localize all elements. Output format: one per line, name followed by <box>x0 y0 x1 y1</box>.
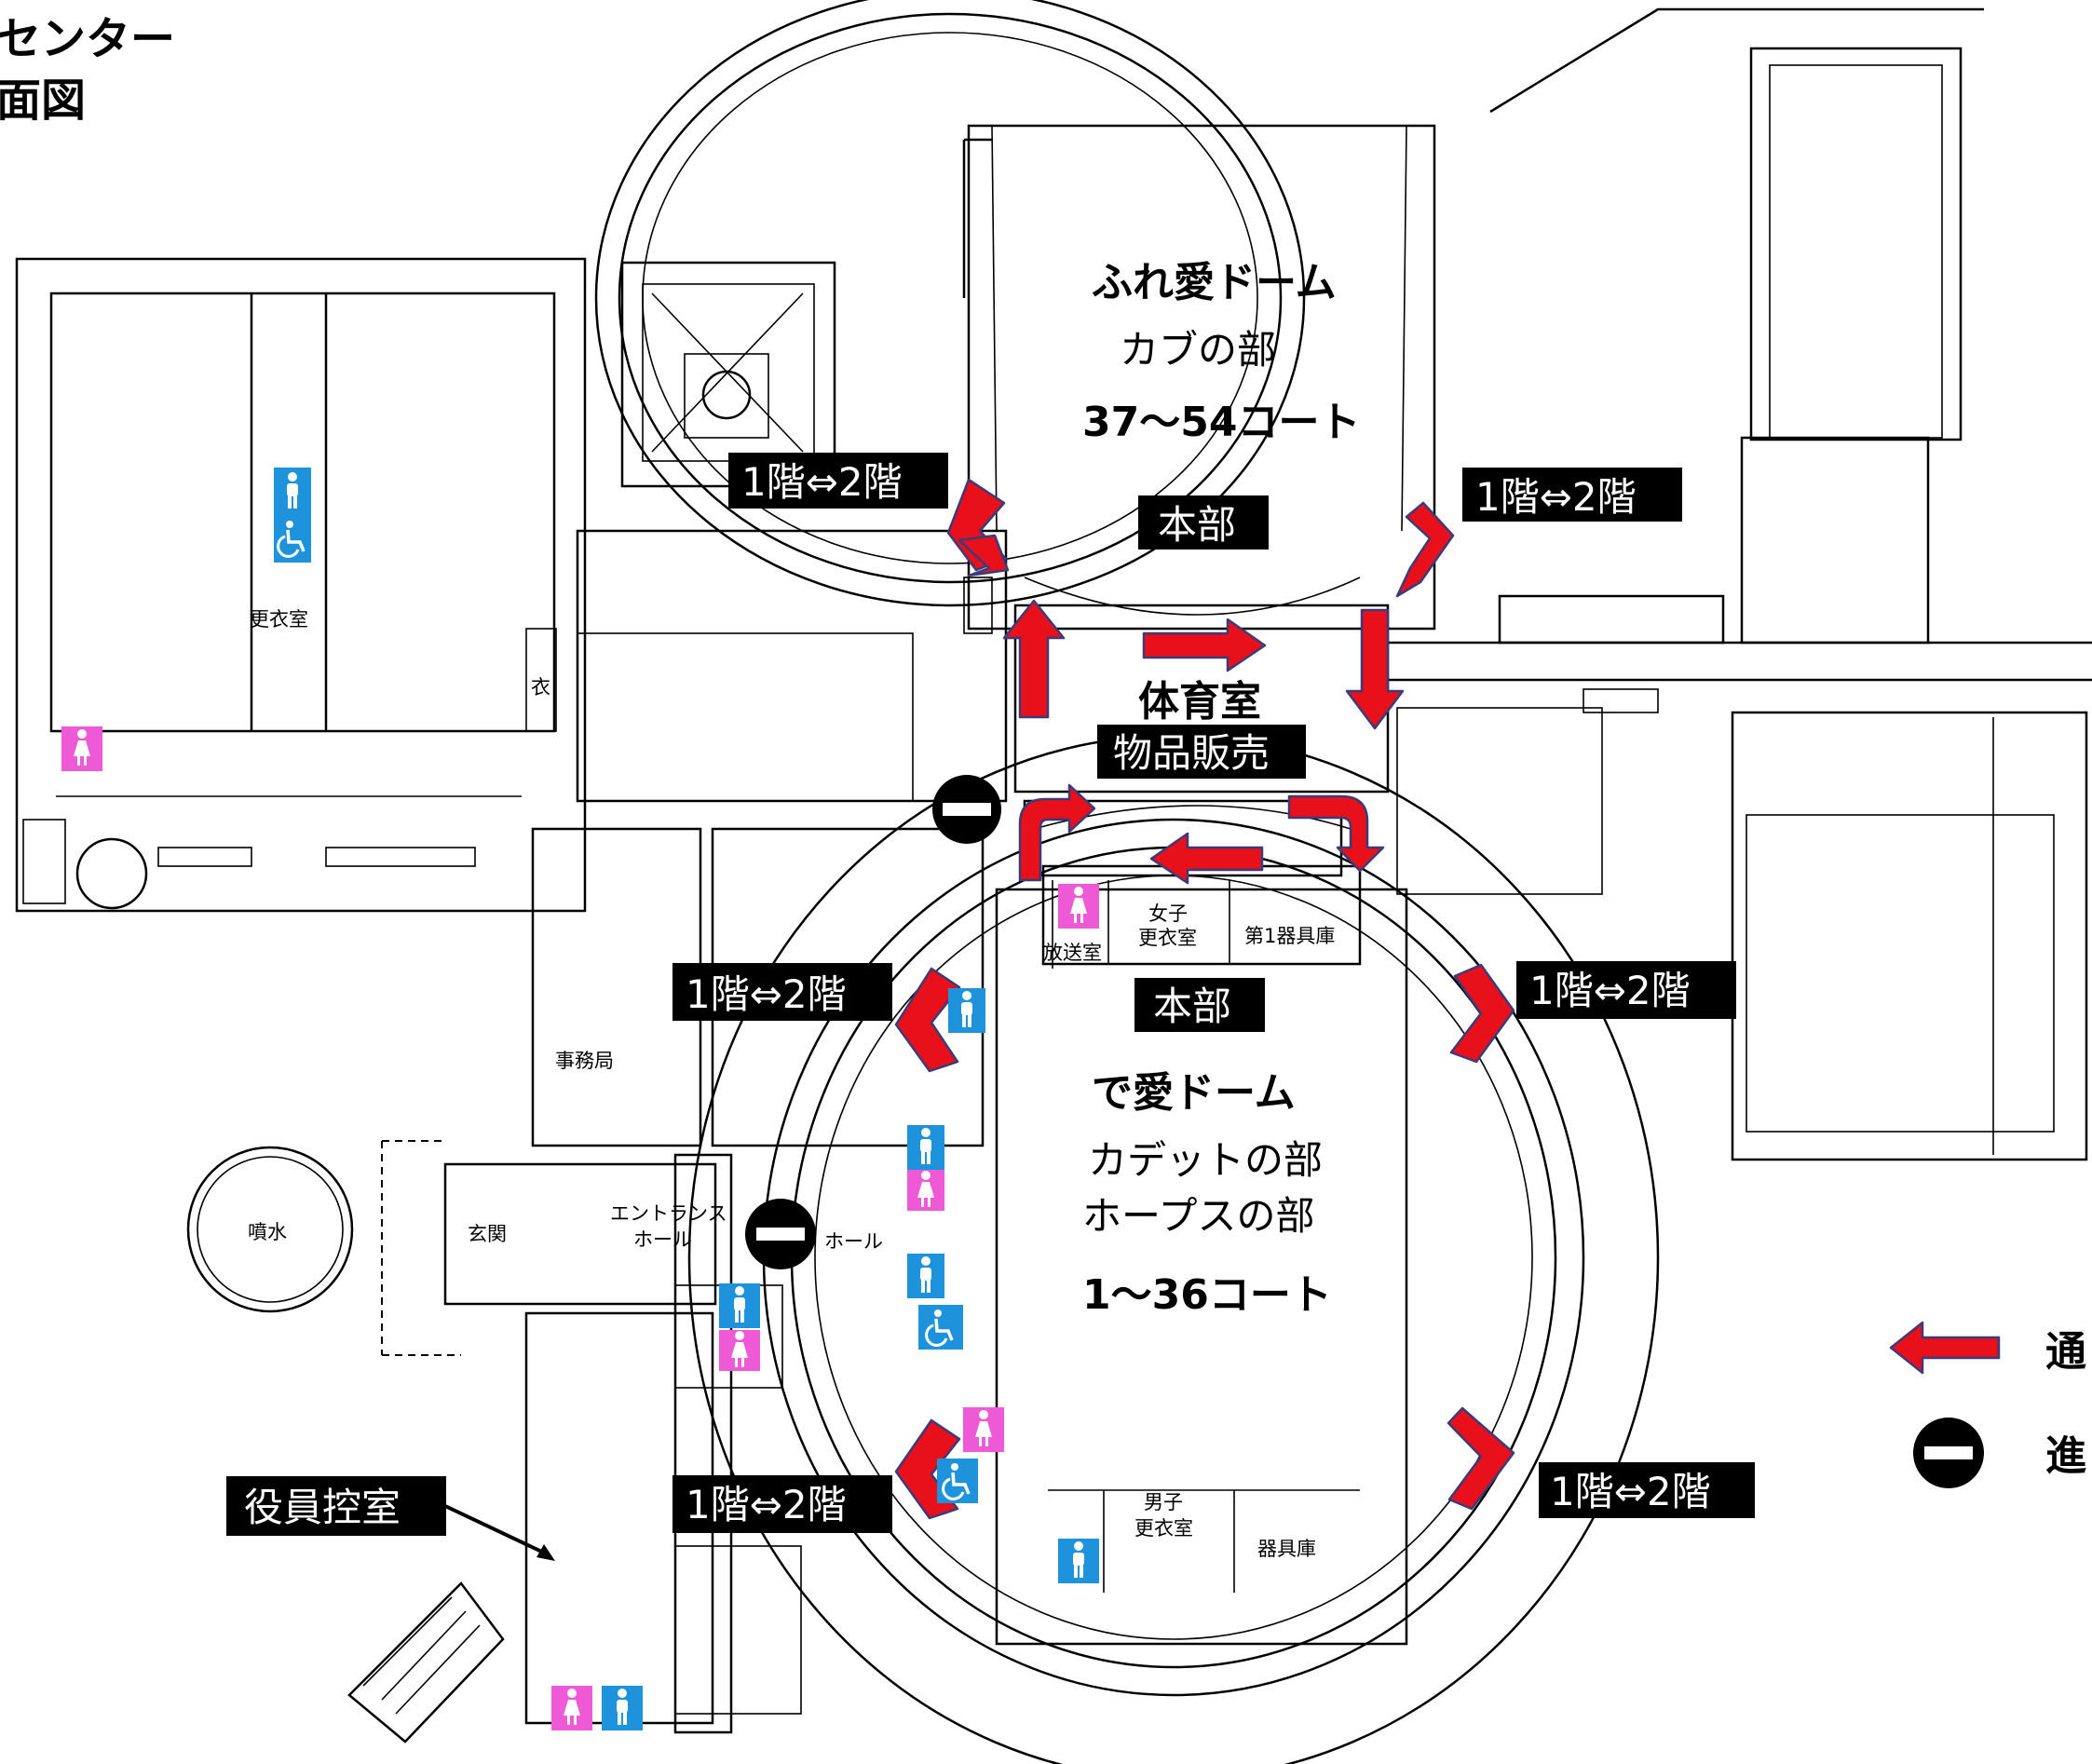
route-arrow-icon <box>1449 963 1515 1064</box>
no-entry-icon <box>1913 1418 1984 1488</box>
women-restroom-icon <box>963 1407 1004 1452</box>
room-office: 事務局 <box>555 1050 614 1072</box>
svg-text:物品販売: 物品販売 <box>1113 730 1270 776</box>
route-arrow-icon <box>1447 1406 1515 1511</box>
stair-sw <box>347 1581 505 1744</box>
room-entrance-hall-1: エントランス <box>610 1202 727 1225</box>
svg-text:1階⇔2階: 1階⇔2階 <box>686 971 847 1017</box>
svg-text:1階⇔2階: 1階⇔2階 <box>1529 968 1691 1013</box>
stairs-label-se: 1階⇔2階 <box>1539 1462 1755 1518</box>
stairs-label-e: 1階⇔2階 <box>1516 961 1736 1019</box>
svg-text:1階⇔2階: 1階⇔2階 <box>741 459 903 505</box>
women-restroom-icon <box>61 726 102 771</box>
central-west-building <box>186 529 1008 1734</box>
svg-text:1階⇔2階: 1階⇔2階 <box>1550 1469 1711 1514</box>
svg-text:本部: 本部 <box>1158 502 1236 548</box>
route-arrow-icon <box>1002 599 1066 719</box>
women-restroom-icon <box>719 1330 760 1371</box>
room-women-changing-2: 更衣室 <box>1138 927 1197 949</box>
men-restroom-icon <box>1058 1539 1099 1583</box>
room-women-changing-1: 女子 <box>1148 902 1188 925</box>
room-equip-store-1: 第1器具庫 <box>1244 925 1335 947</box>
women-restroom-icon <box>907 1170 944 1211</box>
upper-dome-structure <box>594 0 1436 634</box>
room-dividers <box>1048 880 1361 1593</box>
room-entrance: 玄関 <box>468 1223 507 1245</box>
route-arrows <box>894 478 1515 1520</box>
no-entry-icon <box>745 1199 816 1269</box>
stairs-label-ne: 1階⇔2階 <box>1462 468 1682 522</box>
men-restroom-icon <box>602 1686 643 1730</box>
men-restroom-icon <box>719 1283 760 1328</box>
room-changing: 更衣室 <box>250 608 308 631</box>
hq-upper-label: 本部 <box>1138 495 1269 550</box>
upper-dome-name: ふれ愛ドーム <box>1092 259 1337 306</box>
legend-passage-label: 通 <box>2045 1328 2086 1376</box>
route-arrow-icon <box>894 967 961 1073</box>
men-restroom-icon <box>907 1254 944 1298</box>
wheelchair-icon <box>937 1459 978 1503</box>
route-arrow-icon <box>958 534 1010 577</box>
route-arrow-icon <box>1287 794 1385 873</box>
wheelchair-icon <box>918 1305 963 1350</box>
sales-label: 物品販売 <box>1097 725 1306 779</box>
room-equip-store: 器具庫 <box>1257 1538 1316 1560</box>
stairs-label-sw: 1階⇔2階 <box>672 1475 892 1533</box>
room-hall: ホール <box>824 1230 883 1253</box>
route-arrow-icon <box>1018 783 1096 882</box>
lower-dome-division-1: カデットの部 <box>1088 1137 1323 1183</box>
lower-dome-name: で愛ドーム <box>1092 1069 1296 1117</box>
route-arrow-icon <box>1345 608 1405 730</box>
officer-room-pointer-head <box>537 1544 555 1561</box>
svg-text:1階⇔2階: 1階⇔2階 <box>1475 474 1637 520</box>
legend-no-entry-label: 進 <box>2045 1432 2086 1480</box>
svg-text:役員控室: 役員控室 <box>244 1485 401 1530</box>
room-cloak: 衣 <box>531 676 550 699</box>
men-restroom-icon <box>274 468 311 516</box>
route-arrow-icon <box>1149 832 1264 885</box>
room-men-changing-1: 男子 <box>1144 1491 1183 1513</box>
lower-dome-division-2: ホープスの部 <box>1082 1193 1314 1239</box>
women-restroom-icon <box>1058 884 1099 929</box>
route-arrow-icon <box>1142 617 1267 672</box>
legend: 通 進 <box>1889 1321 2086 1488</box>
route-arrow-icon <box>1395 501 1455 598</box>
header-title-line2: 面図 <box>0 75 86 127</box>
hq-lower-label: 本部 <box>1134 978 1265 1032</box>
header-title-line1: センター <box>0 13 175 65</box>
svg-text:本部: 本部 <box>1153 984 1231 1029</box>
lower-dome-courts: 1～36コート <box>1082 1271 1332 1319</box>
men-restroom-icon <box>948 988 985 1033</box>
upper-dome-division: カブの部 <box>1120 327 1276 373</box>
room-men-changing-2: 更衣室 <box>1134 1517 1193 1540</box>
stairs-label-w: 1階⇔2階 <box>672 963 892 1021</box>
women-restroom-icon <box>551 1686 592 1730</box>
no-entry-icon <box>932 775 1001 844</box>
officer-room-label: 役員控室 <box>226 1476 446 1536</box>
room-fountain: 噴水 <box>248 1221 287 1243</box>
stairs-label-nw: 1階⇔2階 <box>728 453 948 509</box>
room-entrance-hall-2: ホール <box>633 1228 692 1251</box>
svg-text:1階⇔2階: 1階⇔2階 <box>686 1482 847 1527</box>
gym-name: 体育室 <box>1138 678 1261 726</box>
restroom-icons <box>61 468 1099 1730</box>
men-restroom-icon <box>907 1125 944 1170</box>
east-buildings <box>1379 7 2092 1161</box>
wheelchair-icon <box>274 514 311 563</box>
officer-room-pointer <box>444 1504 550 1557</box>
west-building <box>15 257 587 913</box>
route-arrow-icon <box>1889 1321 2001 1375</box>
upper-dome-courts: 37～54コート <box>1082 399 1360 446</box>
